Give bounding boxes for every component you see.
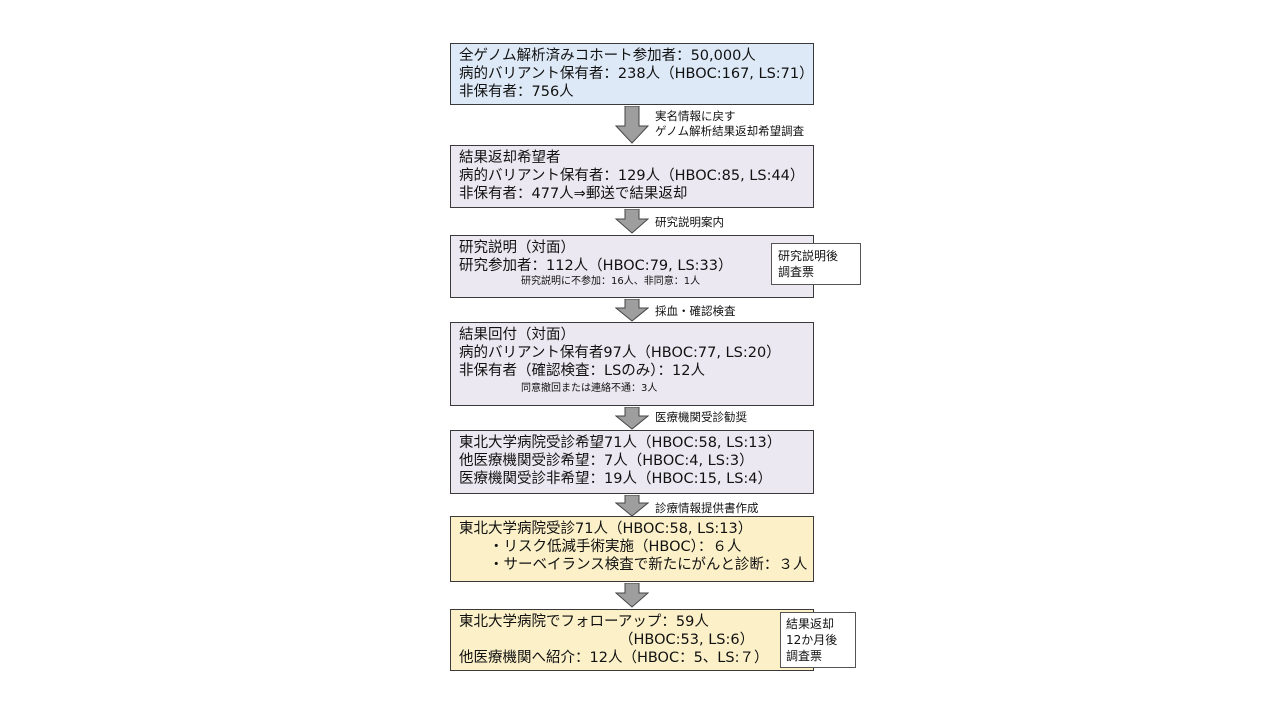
arrow-label: 研究説明案内 — [655, 215, 724, 229]
box-line: 病的バリアント保有者97人（HBOC:77, LS:20） — [459, 345, 781, 361]
down-arrow-icon — [615, 583, 649, 608]
box-tohoku-visits: 東北大学病院受診71人（HBOC:58, LS:13） ・リスク低減手術実施（H… — [450, 516, 814, 582]
box-line: 研究説明（対面） — [459, 240, 575, 256]
arrow-label: 実名情報に戻す ゲノム解析結果返却希望調査 — [655, 109, 804, 139]
arrow-label: 医療機関受診勧奨 — [655, 410, 747, 424]
down-arrow-icon — [615, 209, 649, 234]
box-note: 同意撤回または連絡不通：3人 — [521, 383, 658, 394]
box-result-delivery: 結果回付（対面） 病的バリアント保有者97人（HBOC:77, LS:20） 非… — [450, 322, 814, 406]
box-line: 病的バリアント保有者：129人（HBOC:85, LS:44） — [459, 168, 805, 184]
side-note-line: 調査票 — [778, 265, 815, 279]
side-note-line: 調査票 — [786, 649, 823, 663]
box-line: ・リスク低減手術実施（HBOC）：６人 — [489, 539, 742, 555]
side-note-line: 12か月後 — [786, 633, 838, 647]
box-line: （HBOC:53, LS:6） — [619, 632, 755, 648]
box-line: 研究参加者：112人（HBOC:79, LS:33） — [459, 258, 733, 274]
box-note: 研究説明に不参加：16人、非同意：1人 — [521, 276, 701, 287]
arrow-label: 診療情報提供書作成 — [655, 501, 759, 515]
arrow-label-line: 実名情報に戻す — [655, 109, 736, 123]
down-arrow-icon — [615, 407, 649, 430]
box-line: 非保有者：477人⇒郵送で結果返却 — [459, 186, 688, 202]
down-arrow-icon — [615, 495, 649, 517]
box-line: 医療機関受診非希望：19人（HBOC:15, LS:4） — [459, 471, 773, 487]
down-arrow-icon — [615, 299, 649, 322]
box-line: 非保有者（確認検査：LSのみ）：12人 — [459, 363, 705, 379]
arrow-label: 採血・確認検査 — [655, 304, 736, 318]
box-line: 東北大学病院受診71人（HBOC:58, LS:13） — [459, 521, 753, 537]
side-note-survey-after-explanation: 研究説明後 調査票 — [771, 243, 861, 285]
box-line: 東北大学病院でフォローアップ：59人 — [459, 614, 709, 630]
box-cohort: 全ゲノム解析済みコホート参加者：50,000人 病的バリアント保有者：238人（… — [450, 43, 814, 105]
box-research-explanation: 研究説明（対面） 研究参加者：112人（HBOC:79, LS:33） 研究説明… — [450, 235, 814, 298]
arrow-label-line: ゲノム解析結果返却希望調査 — [655, 124, 805, 138]
down-arrow-icon — [615, 106, 649, 144]
box-line: 非保有者：756人 — [459, 84, 574, 100]
box-line: 結果回付（対面） — [459, 327, 575, 343]
box-line: 東北大学病院受診希望71人（HBOC:58, LS:13） — [459, 435, 782, 451]
box-return-request: 結果返却希望者 病的バリアント保有者：129人（HBOC:85, LS:44） … — [450, 145, 814, 208]
side-note-line: 研究説明後 — [778, 249, 839, 263]
box-line: 他医療機関へ紹介：12人（HBOC：5、LS:７） — [459, 650, 769, 666]
box-line: 病的バリアント保有者：238人（HBOC:167, LS:71） — [459, 66, 814, 82]
box-line: 結果返却希望者 — [459, 150, 561, 166]
box-line: ・サーベイランス検査で新たにがんと診断：３人 — [489, 557, 808, 573]
box-line: 全ゲノム解析済みコホート参加者：50,000人 — [459, 48, 756, 64]
side-note-line: 結果返却 — [786, 617, 835, 631]
box-line: 他医療機関受診希望：7人（HBOC:4, LS:3） — [459, 453, 754, 469]
box-follow-up: 東北大学病院でフォローアップ：59人 （HBOC:53, LS:6） 他医療機関… — [450, 609, 814, 671]
box-clinic-preference: 東北大学病院受診希望71人（HBOC:58, LS:13） 他医療機関受診希望：… — [450, 430, 814, 494]
side-note-12-month-survey: 結果返却 12か月後 調査票 — [780, 612, 856, 668]
